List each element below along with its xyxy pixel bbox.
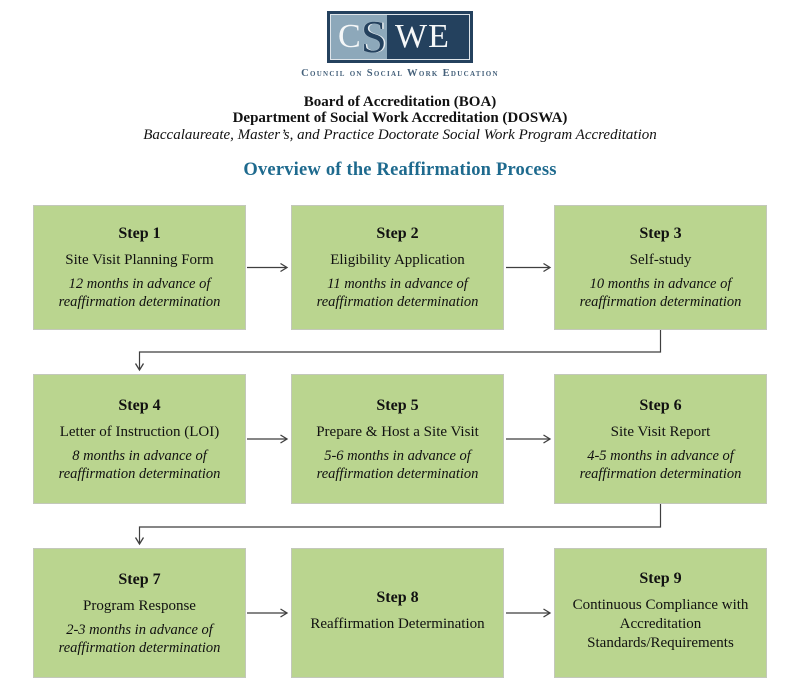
step-title: Step 2 — [376, 225, 419, 242]
step-title: Step 9 — [639, 569, 682, 587]
step-box-4: Step 4 Letter of Instruction (LOI) 8 mon… — [33, 374, 246, 504]
cswe-logo-inner: C S WE — [330, 14, 470, 60]
org-heading-block: Board of Accreditation (BOA) Department … — [0, 94, 800, 143]
step-note: 2-3 months in advance of reaffirmation d… — [58, 621, 221, 656]
step-title: Step 7 — [118, 570, 161, 588]
logo-caption: Council on Social Work Education — [301, 68, 499, 79]
step-box-2: Step 2 Eligibility Application 11 months… — [291, 205, 504, 330]
step-name: Eligibility Application — [330, 252, 465, 268]
step-note: 5-6 months in advance of reaffirmation d… — [316, 447, 479, 482]
step-title: Step 3 — [639, 225, 682, 242]
step-note: 8 months in advance of reaffirmation det… — [58, 447, 221, 482]
step-note: 11 months in advance of reaffirmation de… — [316, 276, 479, 310]
step-name: Reaffirmation Determination — [310, 615, 485, 632]
step-box-8: Step 8 Reaffirmation Determination — [291, 548, 504, 678]
step-name: Site Visit Planning Form — [65, 252, 214, 268]
step-title: Step 1 — [118, 225, 161, 242]
logo-light-panel — [331, 15, 387, 59]
step-title: Step 4 — [118, 396, 161, 414]
org-line-programs: Baccalaureate, Master’s, and Practice Do… — [143, 127, 657, 143]
logo-letter-c: C — [338, 18, 361, 55]
logo-letter-s: S — [361, 14, 387, 60]
arrow-step6-step7 — [134, 504, 662, 546]
page-header: C S WE Council on Social Work Education … — [0, 0, 800, 200]
step-box-1: Step 1 Site Visit Planning Form 12 month… — [33, 205, 246, 330]
step-note: 10 months in advance of reaffirmation de… — [579, 276, 742, 310]
step-name: Letter of Instruction (LOI) — [59, 423, 220, 440]
step-name: Prepare & Host a Site Visit — [316, 423, 479, 440]
process-diagram: Step 1 Site Visit Planning Form 12 month… — [0, 200, 800, 686]
org-line-boa: Board of Accreditation (BOA) — [303, 94, 497, 110]
step-note: 12 months in advance of reaffirmation de… — [58, 276, 221, 310]
step-name: Self-study — [629, 252, 692, 268]
logo-letters-we: WE — [395, 18, 450, 55]
step-box-3: Step 3 Self-study 10 months in advance o… — [554, 205, 767, 330]
step-name: Site Visit Report — [610, 423, 711, 440]
step-note: 4-5 months in advance of reaffirmation d… — [579, 447, 742, 482]
step-title: Step 5 — [376, 396, 419, 414]
step-box-9: Step 9 Continuous Compliance with Accred… — [554, 548, 767, 678]
cswe-logo-box: C S WE — [327, 11, 473, 63]
step-name: Program Response — [83, 597, 196, 614]
step-title: Step 8 — [376, 588, 419, 606]
step-box-5: Step 5 Prepare & Host a Site Visit 5-6 m… — [291, 374, 504, 504]
cswe-logo: C S WE Council on Social Work Education — [0, 0, 800, 79]
step-title: Step 6 — [639, 396, 682, 414]
step-box-6: Step 6 Site Visit Report 4-5 months in a… — [554, 374, 767, 504]
arrow-step3-step4 — [134, 330, 662, 372]
page-title: Overview of the Reaffirmation Process — [243, 160, 557, 180]
step-box-7: Step 7 Program Response 2-3 months in ad… — [33, 548, 246, 678]
step-name: Continuous Compliance with Accreditation… — [572, 596, 749, 651]
org-line-doswa: Department of Social Work Accreditation … — [232, 110, 568, 126]
